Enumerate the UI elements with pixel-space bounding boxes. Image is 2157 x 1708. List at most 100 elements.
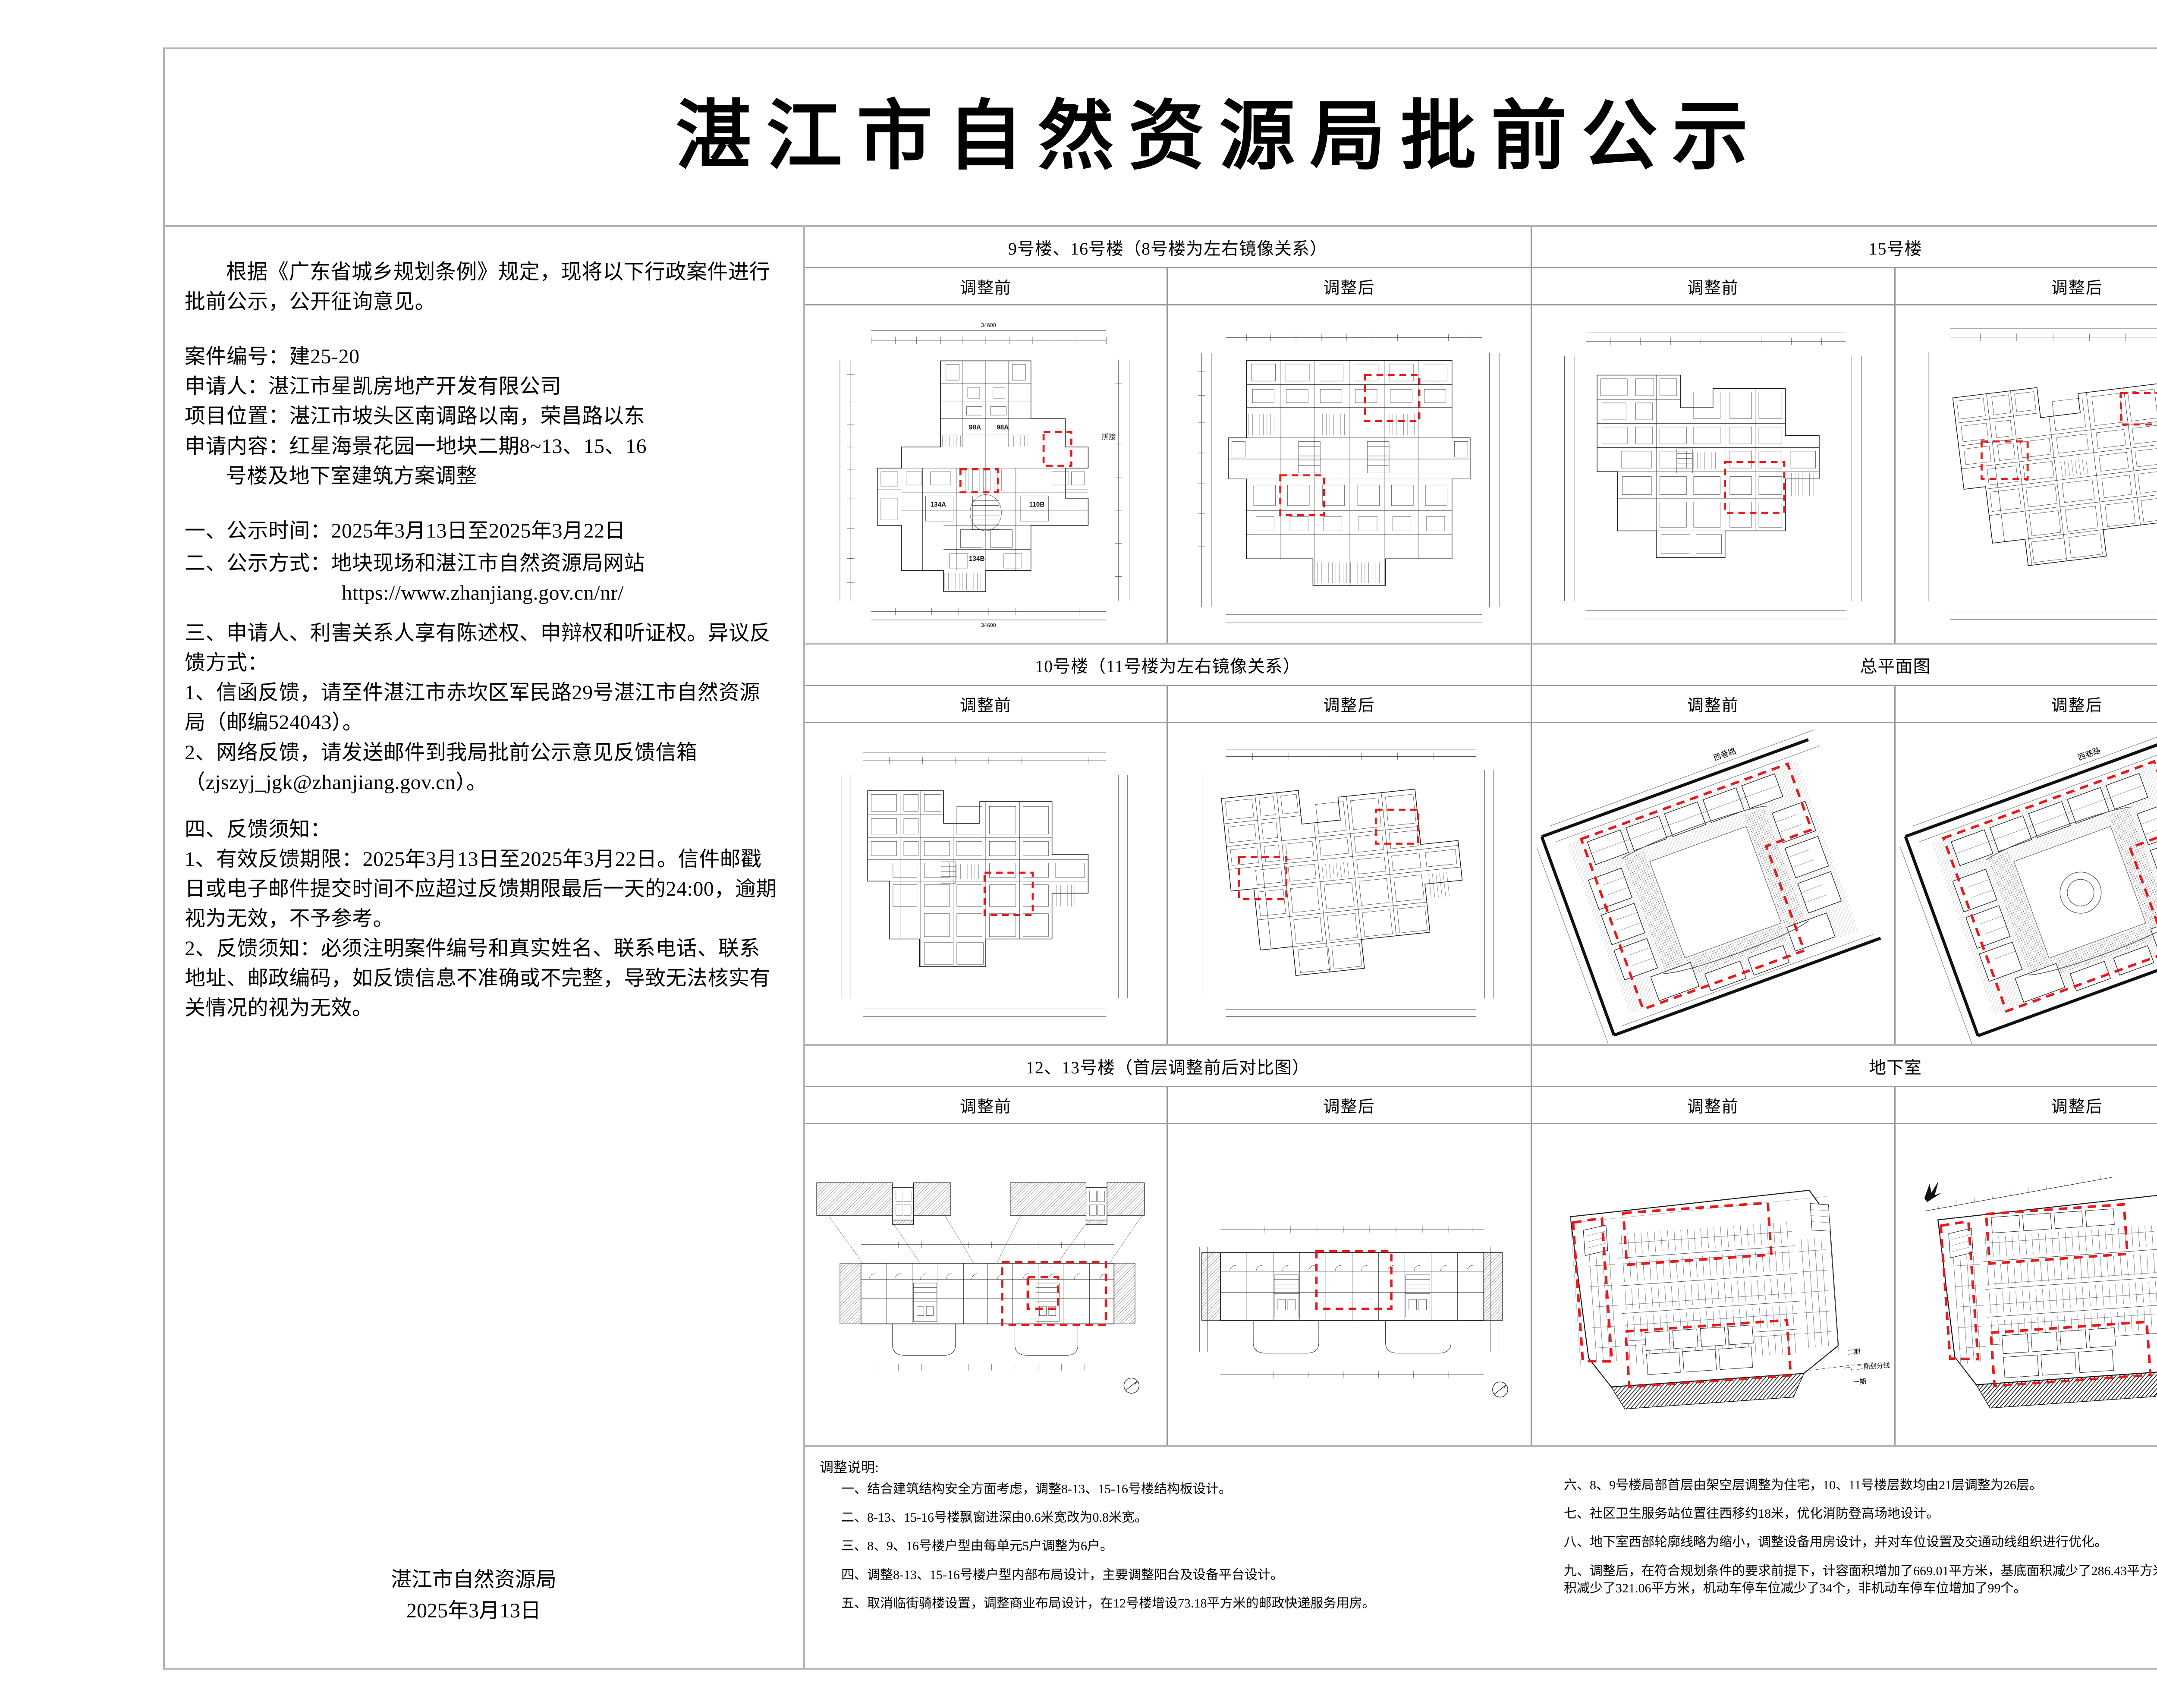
notice-text-column: 根据《广东省城乡规划条例》规定，现将以下行政案件进行批前公示，公开征询意见。 案… <box>165 227 805 1670</box>
annotation-box-10-after-left <box>1238 856 1288 900</box>
cell-site-plan-before: 调整前 <box>1532 686 1896 1044</box>
floorplan-15-after[interactable] <box>1895 305 2157 643</box>
drawing-row-1: 9号楼、16号楼（8号楼为左右镜像关系） 调整前 <box>805 227 2157 645</box>
drawing-row-2: 10号楼（11号楼为左右镜像关系） 调整前 <box>805 645 2157 1046</box>
note-item-7: 七、社区卫生服务站位置往西移约18米，优化消防登高场地设计。 <box>1564 1507 1939 1521</box>
annotation-box-10-after-right <box>1374 808 1419 845</box>
drawing-group-bldg-10: 10号楼（11号楼为左右镜像关系） 调整前 <box>805 645 1532 1044</box>
basement-plan-before[interactable]: 二期 一、二期划分线 一期 <box>1532 1124 1894 1445</box>
cell-title-after: 调整后 <box>1895 268 2157 305</box>
cell-bldg-9-16-after: 调整后 <box>1168 268 1531 643</box>
drawing-group-bldg-15: 15号楼 调整前 <box>1532 227 2157 643</box>
section-online-feedback: 2、网络反馈，请发送邮件到我局批前公示意见反馈信箱（zjszyj_jgk@zha… <box>185 741 698 794</box>
drawing-group-bldg-9-16: 9号楼、16号楼（8号楼为左右镜像关系） 调整前 <box>805 227 1532 643</box>
annotation-box-15-after-right <box>2119 392 2157 426</box>
note-item-2: 二、8-13、15-16号楼飘窗进深由0.6米宽改为0.8米宽。 <box>841 1510 1148 1525</box>
applicant-label: 申请人： <box>185 375 269 398</box>
unit-label-134b: 134B <box>969 555 985 563</box>
applicant-line: 申请人：湛江市星凯房地产开发有限公司 <box>185 371 781 401</box>
section-mail-feedback: 1、信函反馈，请至件湛江市赤坎区军民路29号湛江市自然资源局（邮编524043）… <box>185 681 761 734</box>
annotation-box-after-mid <box>1279 474 1325 516</box>
unit-label-98a-right: 98A <box>997 424 1009 431</box>
road-label-west: 西巷路 <box>1712 746 1737 762</box>
case-number-value: 建25-20 <box>289 345 360 368</box>
note-item-5: 五、取消临街骑楼设置，调整商业布局设计，在12号楼增设73.18平方米的邮政快递… <box>841 1596 1375 1610</box>
floorplan-9-16-before[interactable]: 98A 98A 134A 110B 134B <box>805 305 1167 643</box>
floorplan-10-before[interactable] <box>805 723 1167 1044</box>
drawing-row-3: 12、13号楼（首层调整前后对比图） 调整前 <box>805 1046 2157 1447</box>
note-item-3: 三、8、9、16号楼户型由每单元5户调整为6户。 <box>841 1539 1113 1554</box>
label-phase-one: 一期 <box>1853 1378 1867 1386</box>
adjustment-notes-heading: 调整说明: <box>820 1460 879 1475</box>
cell-basement-before: 调整前 <box>1532 1087 1896 1445</box>
cell-title-after: 调整后 <box>1895 686 2157 723</box>
floorplan-12-13-after[interactable] <box>1168 1124 1531 1445</box>
overall-dim-bottom: 34600 <box>981 623 996 629</box>
cell-title-before: 调整前 <box>1532 1087 1894 1124</box>
location-line: 项目位置：湛江市坡头区南调路以南，荣昌路以东 <box>185 401 781 431</box>
annotation-basement-before-south <box>1624 1318 1792 1388</box>
adjustment-notes: 调整说明: 一、结合建筑结构安全方面考虑，调整8-13、15-16号楼结构板设计… <box>805 1447 2157 1670</box>
group-title-bldg-15: 15号楼 <box>1532 227 2157 268</box>
annotation-boundary-site-before <box>1579 762 1814 1011</box>
section-publicity-period: 一、公示时间：2025年3月13日至2025年3月22日 <box>185 519 626 542</box>
cell-site-plan-after: 调整后 <box>1895 686 2157 1044</box>
floorplan-15-before[interactable] <box>1532 305 1894 643</box>
cell-bldg-10-after: 调整后 <box>1168 686 1531 1044</box>
label-phase-divider: 一、二期划分线 <box>1843 1362 1890 1372</box>
signature-block: 湛江市自然资源局 2025年3月13日 <box>165 1564 783 1626</box>
basement-plan-after[interactable]: 二期 一、二期划分线 一期 地下室负一层平面图 <box>1895 1124 2157 1445</box>
section-publicity-method: 二、公示方式：地块现场和湛江市自然资源局网站 <box>185 551 645 575</box>
cell-bldg-9-16-before: 调整前 <box>805 268 1168 643</box>
floorplan-12-13-before[interactable] <box>805 1124 1167 1445</box>
annotation-box-10-before <box>983 871 1034 916</box>
group-title-bldg-9-16: 9号楼、16号楼（8号楼为左右镜像关系） <box>805 227 1531 268</box>
signature-date: 2025年3月13日 <box>406 1599 541 1622</box>
drawing-group-bldg-12-13: 12、13号楼（首层调整前后对比图） 调整前 <box>805 1046 1532 1445</box>
unit-label-134a: 134A <box>931 501 946 508</box>
overall-dim-top: 34600 <box>981 322 996 328</box>
page-title: 湛江市自然资源局批前公示 <box>675 95 1763 179</box>
location-value: 湛江市坡头区南调路以南，荣昌路以东 <box>289 405 645 428</box>
annotation-box-15-after-left <box>1980 440 2028 480</box>
splice-note: 拼接 <box>1101 433 1116 441</box>
road-label-west: 西巷路 <box>2076 746 2101 762</box>
content-line-2: 号楼及地下室建筑方案调整 <box>226 464 478 488</box>
cell-title-before: 调整前 <box>1532 686 1894 723</box>
annotation-basement-after-west <box>1939 1220 1979 1361</box>
annotation-box-15-before <box>1724 461 1786 514</box>
website-url[interactable]: https://www.zhanjiang.gov.cn/nr/ <box>342 581 624 604</box>
applicant-value: 湛江市星凯房地产开发有限公司 <box>268 375 562 398</box>
cell-bldg-15-after: 调整后 <box>1895 268 2157 643</box>
annotation-boundary-site-after <box>1941 760 2157 1013</box>
floorplan-10-after[interactable] <box>1168 723 1531 1044</box>
section-rights: 三、申请人、利害关系人享有陈述权、申辩权和听证权。异议反馈方式： <box>185 622 771 675</box>
annotation-box-center <box>959 468 999 494</box>
site-plan-before[interactable]: 西巷路 <box>1532 723 1894 1044</box>
cell-bldg-10-before: 调整前 <box>805 686 1168 1044</box>
annotation-box-12-13-after <box>1315 1250 1393 1310</box>
annotation-box-right <box>1042 431 1072 467</box>
cell-bldg-12-13-before: 调整前 <box>805 1087 1168 1445</box>
adjustment-notes-left: 调整说明: 一、结合建筑结构安全方面考虑，调整8-13、15-16号楼结构板设计… <box>818 1456 1532 1665</box>
unit-label-110b: 110B <box>1029 501 1045 508</box>
body-region: 根据《广东省城乡规划条例》规定，现将以下行政案件进行批前公示，公开征询意见。 案… <box>165 227 2157 1670</box>
north-arrow-icon <box>1924 1182 1940 1202</box>
annotation-box-12-13-before <box>1001 1261 1107 1326</box>
annotation-box-after-top <box>1364 374 1421 422</box>
section-feedback-requirements: 2、反馈须知：必须注明案件编号和真实姓名、联系电话、联系地址、邮政编码，如反馈信… <box>185 937 771 1020</box>
drawing-grid-column: 9号楼、16号楼（8号楼为左右镜像关系） 调整前 <box>805 227 2157 1670</box>
content-label: 申请内容： <box>185 434 289 458</box>
floorplan-9-16-after[interactable] <box>1168 305 1531 643</box>
section-feedback-deadline: 1、有效反馈期限：2025年3月13日至2025年3月22日。信件邮戳日或电子邮… <box>185 847 777 931</box>
site-plan-after[interactable]: 西巷路 <box>1895 723 2157 1044</box>
section-feedback-heading: 四、反馈须知： <box>185 818 331 841</box>
signature-organization: 湛江市自然资源局 <box>390 1568 557 1591</box>
notice-intro: 根据《广东省城乡规划条例》规定，现将以下行政案件进行批前公示，公开征询意见。 <box>185 261 770 314</box>
case-number-line: 案件编号：建25-20 <box>185 342 781 371</box>
cell-title-after: 调整后 <box>1895 1087 2157 1124</box>
case-number-label: 案件编号： <box>185 345 289 368</box>
drawing-group-site-plan: 总平面图 调整前 <box>1532 645 2157 1044</box>
adjustment-notes-right: 六、8、9号楼局部首层由架空层调整为住宅，10、11号楼层数均由21层调整为26… <box>1532 1456 2157 1665</box>
